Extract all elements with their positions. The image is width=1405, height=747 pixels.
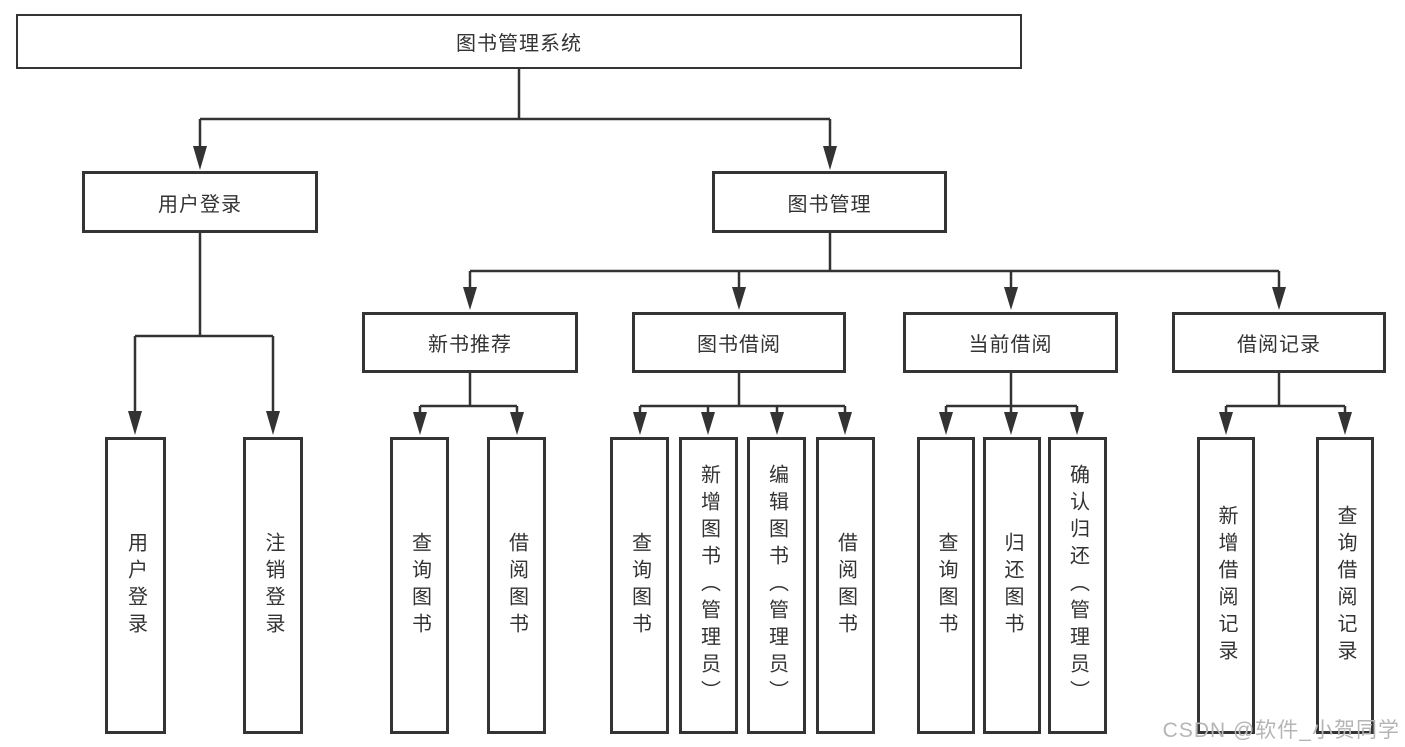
- edges-book-management: [463, 233, 1286, 310]
- csdn-watermark: CSDN @软件_小贺同学: [1162, 719, 1400, 742]
- edges-book-borrowing: [633, 373, 852, 435]
- node-current-borrowing: 当前借阅: [903, 312, 1118, 373]
- node-book-borrowing: 图书借阅: [632, 312, 846, 373]
- node-logout-leaf: 注销登录: [243, 437, 303, 734]
- node-cb-return-books: 归还图书: [983, 437, 1041, 734]
- node-nbr-borrow-books: 借阅图书: [487, 437, 546, 734]
- node-new-book-recommendation: 新书推荐: [362, 312, 578, 373]
- node-book-management: 图书管理: [712, 171, 947, 233]
- node-library-management-system: 图书管理系统: [16, 14, 1022, 69]
- node-nbr-query-books: 查询图书: [390, 437, 449, 734]
- node-bb-edit-books-admin: 编辑图书（管理员）: [747, 437, 806, 734]
- edges-new-book-recommendation: [413, 373, 524, 435]
- node-user-login-leaf: 用户登录: [105, 437, 166, 734]
- node-user-login-branch: 用户登录: [82, 171, 318, 233]
- node-bb-borrow-books: 借阅图书: [816, 437, 875, 734]
- node-cb-query-books: 查询图书: [917, 437, 975, 734]
- node-br-query-record: 查询借阅记录: [1316, 437, 1374, 734]
- node-cb-confirm-return-admin: 确认归还（管理员）: [1048, 437, 1107, 734]
- node-bb-add-books-admin: 新增图书（管理员）: [679, 437, 738, 734]
- node-br-add-record: 新增借阅记录: [1197, 437, 1255, 734]
- edges-user-login: [128, 233, 280, 435]
- node-bb-query-books: 查询图书: [610, 437, 669, 734]
- edges-root: [193, 68, 837, 170]
- edges-borrowing-records: [1219, 373, 1352, 435]
- node-borrowing-records: 借阅记录: [1172, 312, 1386, 373]
- edges-current-borrowing: [939, 373, 1084, 435]
